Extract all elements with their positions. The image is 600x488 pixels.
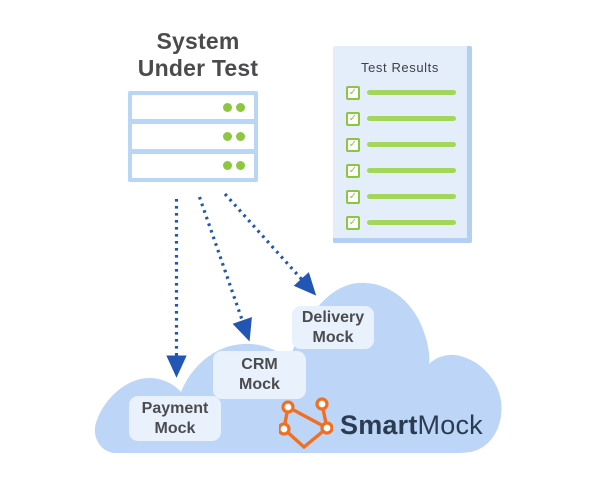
status-dot-icon (236, 102, 245, 112)
test-result-row: ✓ (346, 163, 467, 178)
brand-word-smart: Smart (340, 409, 418, 440)
brand-wordmark: SmartMock (340, 410, 483, 441)
status-dot-icon (223, 102, 232, 112)
server-row (132, 153, 254, 178)
checked-checkbox-icon: ✓ (346, 163, 360, 178)
delivery-mock-box: Delivery Mock (292, 306, 374, 349)
status-dot-icon (223, 131, 232, 141)
test-result-row: ✓ (346, 189, 467, 204)
test-result-row: ✓ (346, 111, 467, 126)
checked-checkbox-icon: ✓ (346, 215, 360, 230)
result-bar (367, 89, 456, 96)
arrow-to-delivery-mock (223, 192, 317, 296)
test-results-panel: Test Results ✓ ✓ ✓ ✓ ✓ ✓ (333, 46, 472, 243)
payment-mock-box: Payment Mock (129, 396, 221, 441)
result-bar (367, 219, 456, 226)
status-dot-icon (236, 161, 245, 171)
test-results-list: ✓ ✓ ✓ ✓ ✓ ✓ (346, 85, 467, 230)
result-bar (367, 167, 456, 174)
test-results-title: Test Results (360, 60, 439, 75)
smartmock-brand: SmartMock (279, 396, 499, 454)
crm-mock-box: CRM Mock (213, 351, 306, 399)
checked-checkbox-icon: ✓ (346, 189, 360, 204)
server-row (132, 124, 254, 149)
test-result-row: ✓ (346, 137, 467, 152)
system-under-test-title: System Under Test (137, 28, 259, 81)
checked-checkbox-icon: ✓ (346, 111, 360, 126)
brand-word-mock: Mock (417, 409, 483, 440)
result-bar (367, 115, 456, 122)
result-bar (367, 141, 456, 148)
status-dot-icon (236, 131, 245, 141)
test-result-row: ✓ (346, 85, 467, 100)
arrow-to-crm-mock (197, 196, 252, 342)
server-row (132, 95, 254, 120)
checked-checkbox-icon: ✓ (346, 85, 360, 100)
checked-checkbox-icon: ✓ (346, 137, 360, 152)
network-graph-icon (279, 397, 333, 449)
status-dot-icon (223, 161, 232, 171)
test-result-row: ✓ (346, 215, 467, 230)
server-stack (128, 91, 258, 182)
result-bar (367, 193, 456, 200)
